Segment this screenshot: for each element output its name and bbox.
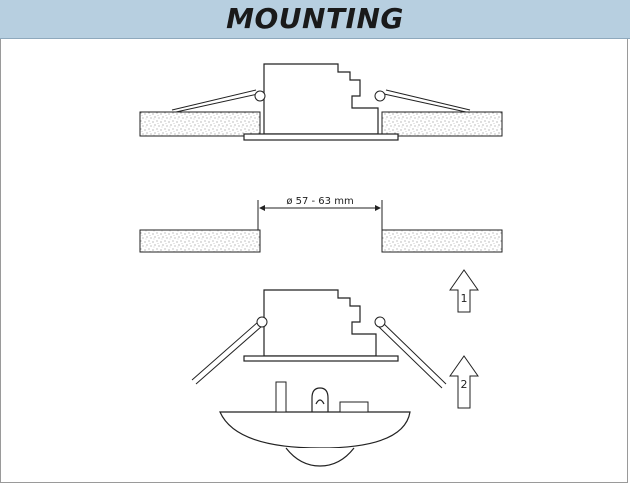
page-title: MOUNTING bbox=[226, 2, 404, 35]
dome-cover-view bbox=[219, 381, 411, 467]
insertion-view bbox=[191, 289, 447, 389]
step-1-label: 1 bbox=[461, 292, 468, 305]
lens bbox=[285, 447, 355, 467]
spring-coil-left bbox=[254, 90, 266, 102]
spring-left bbox=[191, 321, 263, 385]
spring-right bbox=[383, 89, 471, 113]
cover-clip bbox=[311, 387, 329, 412]
spring-right bbox=[377, 321, 447, 389]
spring-left bbox=[171, 89, 259, 113]
mounting-diagram: ø 57 - 63 mm 1 2 bbox=[0, 38, 630, 485]
step-arrow-1: 1 bbox=[449, 269, 479, 313]
header-bar: MOUNTING bbox=[0, 0, 630, 39]
step-arrow-2: 2 bbox=[449, 355, 479, 409]
spring-coil-left bbox=[256, 316, 268, 328]
ceiling-hole-view: ø 57 - 63 mm bbox=[139, 196, 503, 253]
spring-coil-right bbox=[374, 316, 386, 328]
sensor-housing bbox=[263, 289, 377, 357]
cover-pin bbox=[275, 381, 287, 413]
spring-coil-right bbox=[374, 90, 386, 102]
dome-cover bbox=[219, 411, 411, 449]
ceiling-left-slab bbox=[139, 111, 261, 137]
mounting-flange bbox=[243, 133, 399, 141]
ceiling-left-slab bbox=[139, 229, 261, 253]
ceiling-right-slab bbox=[381, 111, 503, 137]
installed-view bbox=[139, 63, 503, 141]
sensor-housing bbox=[263, 63, 379, 135]
ceiling-right-slab bbox=[381, 229, 503, 253]
cover-connector bbox=[339, 401, 369, 413]
mounting-flange bbox=[243, 355, 399, 362]
step-2-label: 2 bbox=[461, 378, 468, 391]
hole-diameter-label: ø 57 - 63 mm bbox=[286, 196, 353, 207]
